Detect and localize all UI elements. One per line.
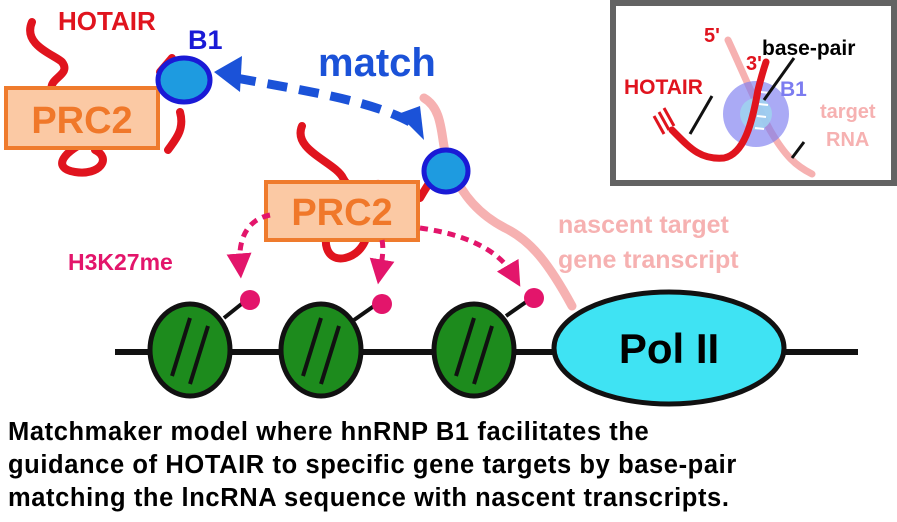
figure-caption: Matchmaker model where hnRNP B1 facilita…: [8, 416, 893, 515]
hotair-main-label: HOTAIR: [58, 6, 156, 36]
methyl-mark-1: [240, 290, 260, 310]
prc2-complex-center: [264, 180, 420, 242]
methyl-arrow-1: [226, 212, 271, 279]
inset-b1-label: B1: [780, 78, 807, 101]
caption-line-3: matching the lncRNA sequence with nascen…: [8, 484, 730, 512]
nascent-label-line2: gene transcript: [558, 246, 739, 274]
pol2-complex: [551, 289, 787, 407]
inset-three-prime: 3': [746, 53, 762, 75]
histone-tail-1: [222, 300, 246, 320]
histone-tail-3: [504, 300, 528, 318]
methyl-mark-2: [372, 294, 392, 314]
inset-hotair-label: HOTAIR: [624, 76, 703, 99]
nucleosome-3: [431, 301, 517, 399]
match-arrow-curve: [235, 73, 413, 126]
inset-target-label-line1: target: [820, 101, 876, 123]
matchmaker-diagram: PRC2 HOTAIR B1 match nascent target gene…: [4, 0, 897, 407]
methyl-arrow-2: [369, 239, 395, 285]
inset-target-label-line2: RNA: [826, 129, 869, 151]
match-label: match: [318, 41, 436, 85]
caption-line-1: Matchmaker model where hnRNP B1 facilita…: [8, 418, 650, 446]
match-arrowhead-left: [214, 56, 242, 92]
methyl-arrow-3: [419, 225, 521, 287]
methyl-mark-3: [524, 288, 544, 308]
histone-tail-2: [352, 304, 376, 322]
prc2-top-label: PRC2: [31, 100, 132, 142]
nucleosome-2: [278, 301, 364, 399]
b1-protein-left: [155, 55, 213, 105]
h3k27me-label: H3K27me: [68, 249, 173, 275]
nucleosome-1: [147, 301, 233, 399]
inset-five-prime: 5': [704, 25, 720, 47]
b1-protein-center: [421, 147, 471, 195]
prc2-center-label: PRC2: [291, 192, 392, 234]
match-arrowhead-right: [398, 106, 424, 140]
inset-base-pair: base-pair: [762, 37, 855, 60]
nascent-label-line1: nascent target: [558, 211, 730, 239]
hotair-strand-main: [26, 18, 186, 177]
pol2-label: Pol II: [619, 325, 719, 372]
caption-line-2: guidance of HOTAIR to specific gene targ…: [8, 451, 737, 479]
nascent-transcript: [419, 93, 577, 311]
prc2-complex-top: [4, 86, 160, 150]
inset-panel: 5' 3' base-pair HOTAIR B1 target RNA: [610, 0, 897, 186]
inset-hotair-strand: [668, 58, 770, 162]
b1-main-label: B1: [188, 25, 223, 55]
